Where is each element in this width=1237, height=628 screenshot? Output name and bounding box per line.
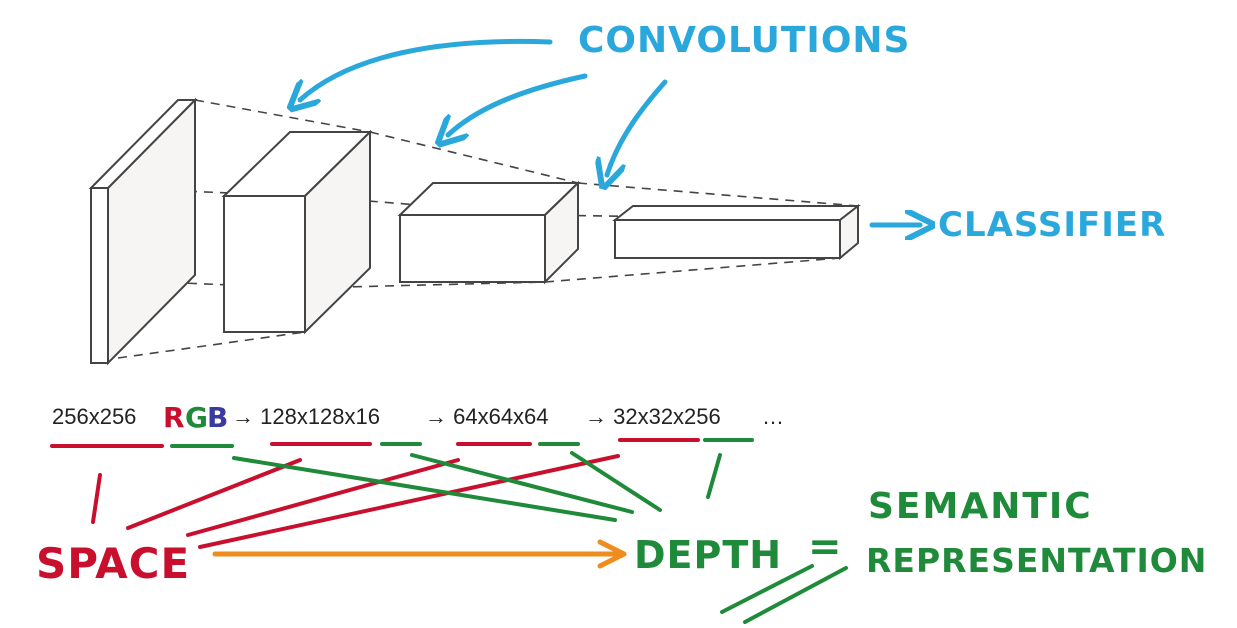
input-layer (88, 97, 198, 366)
semantic-label: SEMANTIC (868, 486, 1093, 527)
rgb-r: R (163, 401, 185, 434)
convolution-arrows (300, 38, 668, 175)
space-underlines (50, 438, 700, 448)
conv-layer-1 (221, 129, 373, 335)
conv-layer-3 (612, 203, 861, 261)
space-connections (91, 454, 620, 549)
convolutions-label: CONVOLUTIONS (578, 20, 910, 61)
emphasis-strokes (720, 564, 848, 624)
rgb-g: G (185, 401, 208, 434)
dim-input: 256x256 (52, 404, 136, 429)
dim-layer-1: → 128x128x16 (232, 404, 380, 429)
dim-layer-2: → 64x64x64 (425, 404, 549, 429)
classifier-label: CLASSIFIER (938, 205, 1166, 245)
space-label: SPACE (36, 539, 190, 588)
depth-underlines (170, 438, 754, 448)
space-to-depth-arrow (212, 539, 627, 569)
conv-layer-2 (397, 180, 581, 285)
depth-label: DEPTH (634, 533, 782, 577)
dim-layer-3: → 32x32x256 (585, 404, 721, 429)
rgb-b: B (207, 401, 228, 434)
dimensions-row: 256x256 R G B → 128x128x16 → 64x64x64 → … (52, 401, 784, 434)
equals-sign: = (808, 524, 842, 570)
dim-ellipsis: … (762, 404, 784, 429)
depth-connections (232, 451, 722, 522)
representation-label: REPRESENTATION (866, 541, 1207, 580)
